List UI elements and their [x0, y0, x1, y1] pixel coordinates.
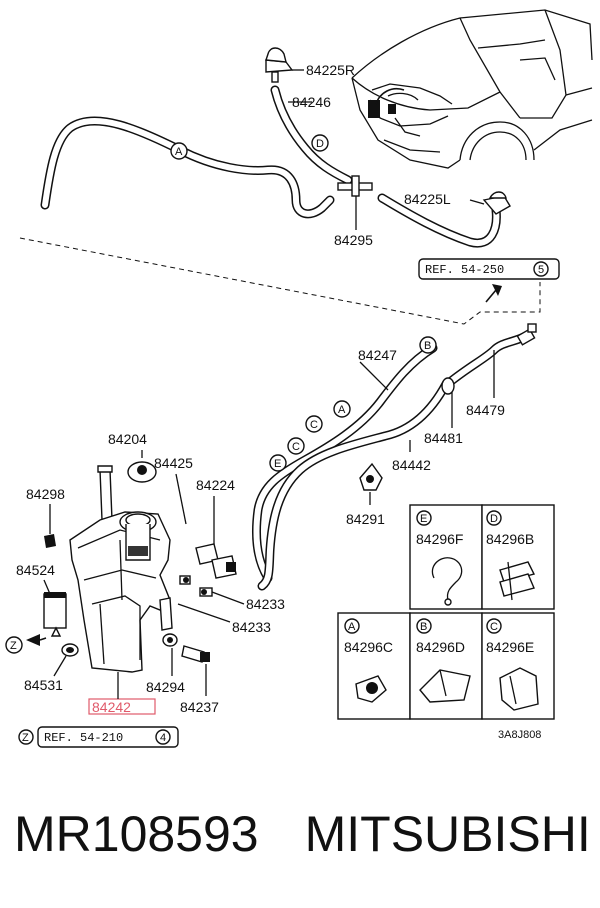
label-84291: 84291: [346, 511, 385, 527]
callout-c-mid-2: C: [287, 437, 305, 455]
label-84237: 84237: [180, 699, 219, 715]
label-84442: 84442: [392, 457, 431, 473]
label-84246: 84246: [292, 94, 331, 110]
sensor-84237: [181, 645, 210, 663]
car-illustration: [351, 9, 593, 169]
svg-text:D: D: [490, 513, 498, 525]
svg-text:5: 5: [538, 264, 544, 276]
callout-e-mid: E: [269, 454, 287, 472]
detail-cell-a: A 84296C: [344, 618, 393, 703]
callout-c-mid-1: C: [305, 415, 323, 433]
grommet-84294: [162, 633, 178, 647]
connector-84233-b: [199, 587, 213, 597]
label-84233-a: 84233: [246, 596, 285, 612]
label-84294: 84294: [146, 679, 185, 695]
washer-tank-84242: [69, 465, 173, 673]
label-84479: 84479: [466, 402, 505, 418]
label-84224: 84224: [196, 477, 235, 493]
detail-cell-e: E 84296F: [416, 510, 463, 606]
svg-text:A: A: [348, 621, 356, 633]
callout-d-top: D: [311, 134, 329, 152]
callout-z-left: Z: [5, 634, 47, 654]
label-84247: 84247: [358, 347, 397, 363]
label-84531: 84531: [24, 677, 63, 693]
clip-84481: [441, 377, 455, 395]
detail-cell-b: B 84296D: [416, 618, 471, 703]
label-84225L: 84225L: [404, 191, 451, 207]
svg-text:4: 4: [160, 732, 166, 744]
ref-box-bottom: Z REF. 54-210 4: [18, 726, 179, 748]
svg-text:REF. 54-250: REF. 54-250: [425, 263, 504, 277]
nozzle-84225L: [482, 191, 511, 215]
detail-cell-c: C 84296E: [486, 618, 539, 711]
label-84425: 84425: [154, 455, 193, 471]
label-84225R: 84225R: [306, 62, 355, 78]
grommet-84291: [359, 462, 383, 491]
detail-cell-d: D 84296B: [486, 510, 536, 601]
label-84524: 84524: [16, 562, 55, 578]
part-number: MR108593: [14, 806, 259, 862]
callout-a-mid: A: [333, 400, 351, 418]
label-84295: 84295: [334, 232, 373, 248]
nozzle-84225R: [265, 47, 304, 83]
svg-text:A: A: [175, 146, 183, 158]
callout-b-mid: B: [419, 336, 437, 354]
connector-84233-a: [179, 575, 191, 585]
svg-text:Z: Z: [22, 732, 29, 744]
label-84233-b: 84233: [232, 619, 271, 635]
label-84296F: 84296F: [416, 531, 463, 547]
footer: MR108593 MITSUBISHI: [14, 805, 594, 875]
svg-text:C: C: [292, 441, 300, 453]
svg-text:REF. 54-210: REF. 54-210: [44, 731, 123, 745]
svg-text:E: E: [420, 513, 427, 525]
motor-84524: [43, 592, 67, 637]
label-84296E: 84296E: [486, 639, 534, 655]
manufacturer: MITSUBISHI: [304, 806, 591, 862]
grommet-84531: [61, 643, 79, 657]
svg-text:B: B: [424, 340, 431, 352]
svg-text:B: B: [420, 621, 427, 633]
label-84481: 84481: [424, 430, 463, 446]
label-84296D: 84296D: [416, 639, 465, 655]
highlight-box: [88, 698, 156, 715]
ref-box-top: REF. 54-250 5: [418, 258, 560, 280]
svg-text:A: A: [338, 404, 346, 416]
svg-text:D: D: [316, 138, 324, 150]
label-84296B: 84296B: [486, 531, 534, 547]
grommet-84298: [44, 534, 56, 548]
drawing-code: 3A8J808: [498, 729, 541, 741]
label-84298: 84298: [26, 486, 65, 502]
label-84296C: 84296C: [344, 639, 393, 655]
cap-84204: [127, 461, 157, 483]
svg-text:C: C: [490, 621, 498, 633]
svg-text:C: C: [310, 419, 318, 431]
label-84242: 84242: [92, 699, 131, 715]
connector-84479: [516, 323, 537, 346]
svg-text:E: E: [274, 458, 281, 470]
pump-84224: [195, 543, 237, 579]
parts-diagram: 84225R 84246 D A 84295 84225L REF. 54-25…: [5, 9, 593, 748]
svg-text:Z: Z: [10, 640, 17, 652]
callout-a-top: A: [170, 142, 188, 160]
label-84204: 84204: [108, 431, 147, 447]
